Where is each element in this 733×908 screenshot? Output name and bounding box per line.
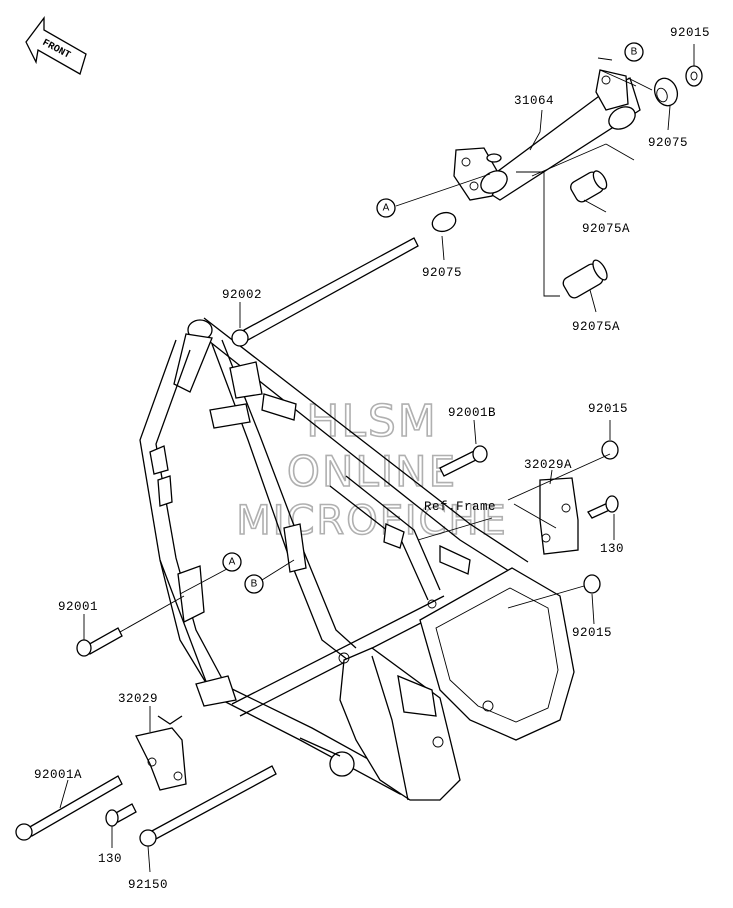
part-label-92015-low: 92015	[572, 626, 612, 640]
watermark-line1: HLSM	[306, 396, 438, 447]
part-label-92015-top: 92015	[670, 26, 710, 40]
bushing-lower	[562, 259, 608, 299]
part-label-92001b: 92001B	[448, 406, 496, 420]
watermark: HLSM ONLINE MICROFICHE	[235, 395, 508, 545]
part-label-32029: 32029	[118, 692, 158, 706]
bushing-upper	[570, 170, 608, 203]
nut-top	[685, 65, 703, 87]
long-bolt-92150	[139, 765, 277, 847]
long-bolt-92002	[231, 237, 419, 347]
pivot-tube-part	[453, 69, 641, 201]
upper-leader-lines	[395, 44, 695, 313]
part-label-92075a-upper: 92075A	[582, 222, 630, 236]
spacer-ring-lower	[431, 211, 457, 233]
callout-a-top: A	[376, 198, 396, 218]
svg-text:B: B	[251, 579, 258, 590]
svg-text:A: A	[383, 203, 390, 214]
bolt-92001a	[15, 775, 123, 841]
watermark-line3: MICROFICHE	[236, 498, 508, 544]
part-label-130-right: 130	[600, 542, 624, 556]
svg-text:B: B	[631, 47, 638, 58]
part-label-92002: 92002	[222, 288, 262, 302]
part-label-92075-right: 92075	[648, 136, 688, 150]
bolt-130-left	[105, 803, 137, 827]
bracket-32029a	[539, 477, 579, 555]
part-label-92001: 92001	[58, 600, 98, 614]
motorcycle-frame	[139, 317, 575, 801]
bolt-92001b	[439, 445, 488, 477]
svg-text:A: A	[229, 557, 236, 568]
part-label-92015-mid: 92015	[588, 402, 628, 416]
bolt-92001	[76, 627, 123, 657]
watermark-line2: ONLINE	[287, 447, 457, 496]
part-label-130-left: 130	[98, 852, 122, 866]
part-label-31064: 31064	[514, 94, 554, 108]
reference-note: Ref.Frame	[424, 500, 496, 514]
bracket-32029	[135, 715, 187, 791]
part-label-92075-lower: 92075	[422, 266, 462, 280]
nut-mid	[601, 440, 619, 460]
frame-leader-lines	[59, 302, 615, 873]
callout-b-frame: B	[244, 574, 264, 594]
part-label-32029a: 32029A	[524, 458, 572, 472]
spacer-ring-right	[653, 77, 679, 107]
bolt-130-right	[587, 495, 619, 519]
front-arrow-icon: FRONT	[25, 16, 87, 75]
callout-a-frame: A	[222, 552, 242, 572]
part-label-92001a: 92001A	[34, 768, 82, 782]
part-label-92150: 92150	[128, 878, 168, 892]
part-label-92075a-lower: 92075A	[572, 320, 620, 334]
nut-low	[583, 574, 601, 594]
callout-b-top: B	[624, 42, 644, 62]
